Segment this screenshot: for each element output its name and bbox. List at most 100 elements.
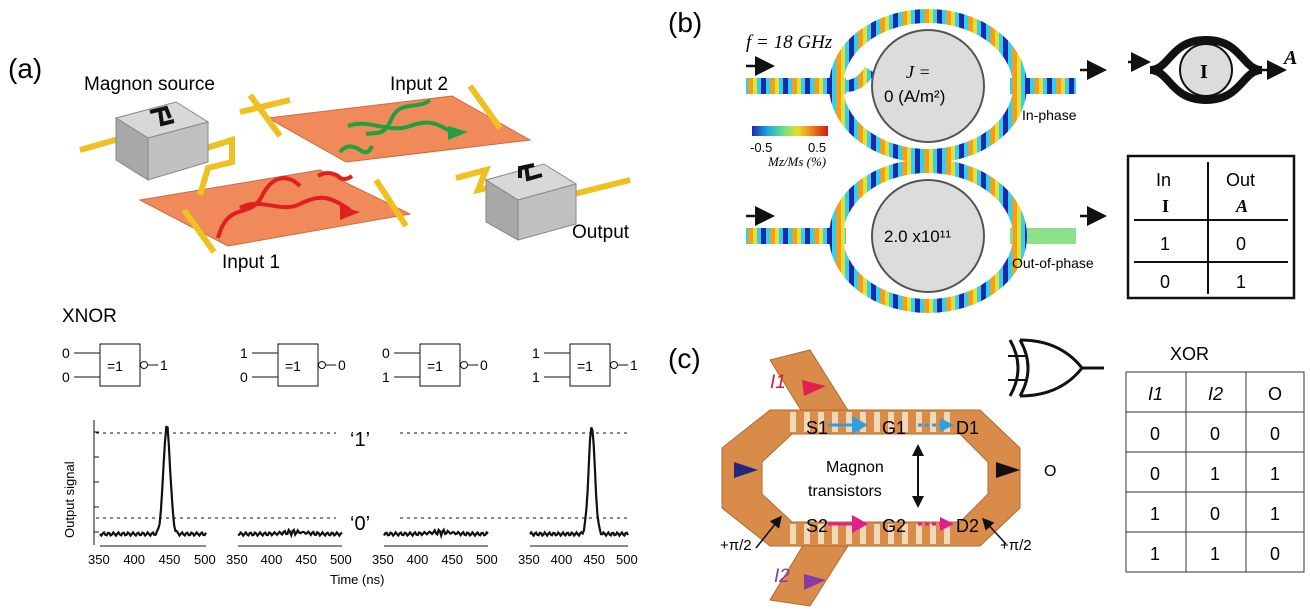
xor-gate-symbol xyxy=(1008,338,1104,398)
frequency-label: f = 18 GHz xyxy=(746,32,833,53)
xor-table-header: I1 xyxy=(1148,384,1163,404)
not-truth-table: In Out I A 1 0 0 1 xyxy=(1126,154,1296,300)
input2-arrow xyxy=(448,126,468,140)
x-tick-label: 500 xyxy=(330,552,352,567)
device-3d xyxy=(79,84,631,254)
x-tick-label: 400 xyxy=(551,552,573,567)
output-arrow xyxy=(996,462,1020,478)
x-tick-label: 400 xyxy=(123,552,145,567)
input1-wave xyxy=(216,171,354,239)
xor-table-title: XOR xyxy=(1170,344,1209,364)
j-label: J = xyxy=(906,62,931,82)
gate-3: 1 1 =1 1 xyxy=(532,343,638,387)
i2-arrow xyxy=(804,574,826,590)
x-tick-label: 450 xyxy=(159,552,181,567)
gate-1: 1 0 =1 0 xyxy=(240,343,346,387)
xor-table-cell: 1 xyxy=(1270,464,1280,484)
output-box xyxy=(484,163,578,241)
colorbar-label: Mz/Ms (%) xyxy=(767,154,826,169)
signal-trace xyxy=(383,527,489,540)
x-tick-label: 350 xyxy=(88,552,110,567)
current-disc-bottom xyxy=(871,179,985,293)
x-tick-label: 500 xyxy=(194,552,216,567)
in-phase-label: In-phase xyxy=(1022,107,1077,123)
j-value-bottom: 2.0 x10¹¹ xyxy=(884,227,951,246)
xor-table-cell: 0 xyxy=(1210,424,1220,444)
input2-label: Input 2 xyxy=(390,74,448,95)
gate-symbol: =1 xyxy=(107,358,123,374)
g2-label: G2 xyxy=(882,516,906,536)
s2-label: S2 xyxy=(806,516,828,536)
gate-in1: 0 xyxy=(62,345,70,361)
j-value-top: 0 (A/m²) xyxy=(884,87,945,106)
gate-out: 0 xyxy=(338,357,346,373)
x-axis-label: Time (ns) xyxy=(330,572,384,587)
symbol-a: A xyxy=(1282,47,1297,69)
colorbar-min: -0.5 xyxy=(750,140,772,155)
y-axis-label: Output signal xyxy=(62,461,77,538)
gate-2: 0 1 =1 0 xyxy=(382,343,488,387)
gate-0: 0 0 =1 1 xyxy=(62,343,168,387)
phase-right-label: +π/2 xyxy=(1000,537,1032,554)
gate-in2: 1 xyxy=(382,369,390,385)
symbol-i: I xyxy=(1200,61,1208,83)
xor-table-cell: 1 xyxy=(1270,504,1280,524)
x-tick-label: 400 xyxy=(261,552,283,567)
gate-title: XNOR xyxy=(62,306,117,327)
input2-wave xyxy=(338,98,453,155)
magnon-source-label: Magnon source xyxy=(84,74,215,95)
gate-out: 0 xyxy=(480,357,488,373)
current-disc-top xyxy=(871,29,985,143)
xor-truth-table xyxy=(1125,371,1305,573)
gate-in2: 1 xyxy=(532,369,540,385)
s1-label: S1 xyxy=(806,418,828,438)
phase-left-label: +π/2 xyxy=(720,537,752,554)
gate-symbol: =1 xyxy=(577,358,593,374)
xor-table-cell: 1 xyxy=(1210,544,1220,564)
x-tick-label: 350 xyxy=(372,552,394,567)
output-label: Output xyxy=(572,222,630,243)
gate-out: 1 xyxy=(630,357,638,373)
x-tick-label: 500 xyxy=(616,552,638,567)
xor-table-cell: 1 xyxy=(1150,544,1160,564)
interferometer-top xyxy=(746,9,1076,163)
gate-in2: 0 xyxy=(62,369,70,385)
table-cell: 0 xyxy=(1160,272,1170,292)
x-tick-label: 350 xyxy=(518,552,540,567)
gate-in1: 1 xyxy=(532,345,540,361)
interferometer-bottom xyxy=(746,159,1076,313)
x-tick-label: 450 xyxy=(583,552,605,567)
g1-label: G1 xyxy=(882,418,906,438)
panel-c-label: (c) xyxy=(668,343,701,374)
signal-trace xyxy=(237,527,343,539)
x-tick-label: 350 xyxy=(226,552,248,567)
gate-in1: 1 xyxy=(240,345,248,361)
xor-table-cell: 1 xyxy=(1210,464,1220,484)
colorbar xyxy=(752,126,828,136)
panel-a-label: (a) xyxy=(8,53,42,84)
input1-label: Input 1 xyxy=(222,252,280,273)
out-of-phase-label: Out-of-phase xyxy=(1012,255,1094,271)
not-gate-symbol xyxy=(1128,35,1287,105)
xor-table-cell: 0 xyxy=(1270,544,1280,564)
gate-in2: 0 xyxy=(240,369,248,385)
table-cell: 1 xyxy=(1236,272,1246,292)
gate-symbol: =1 xyxy=(427,358,443,374)
i2-label: I2 xyxy=(774,566,790,587)
xor-table-header: O xyxy=(1268,384,1282,404)
x-tick-label: 450 xyxy=(441,552,463,567)
d2-label: D2 xyxy=(956,516,979,536)
colorbar-max: 0.5 xyxy=(808,140,826,155)
x-tick-label: 500 xyxy=(476,552,498,567)
table-header-out: Out xyxy=(1226,170,1255,190)
gate-out: 1 xyxy=(160,357,168,373)
panel-b-label: (b) xyxy=(668,7,702,38)
xor-table-cell: 0 xyxy=(1210,504,1220,524)
input-arrow xyxy=(734,462,758,478)
table-subheader-i: I xyxy=(1162,196,1169,216)
magnon-source-box xyxy=(114,101,210,181)
table-header-in: In xyxy=(1156,170,1171,190)
